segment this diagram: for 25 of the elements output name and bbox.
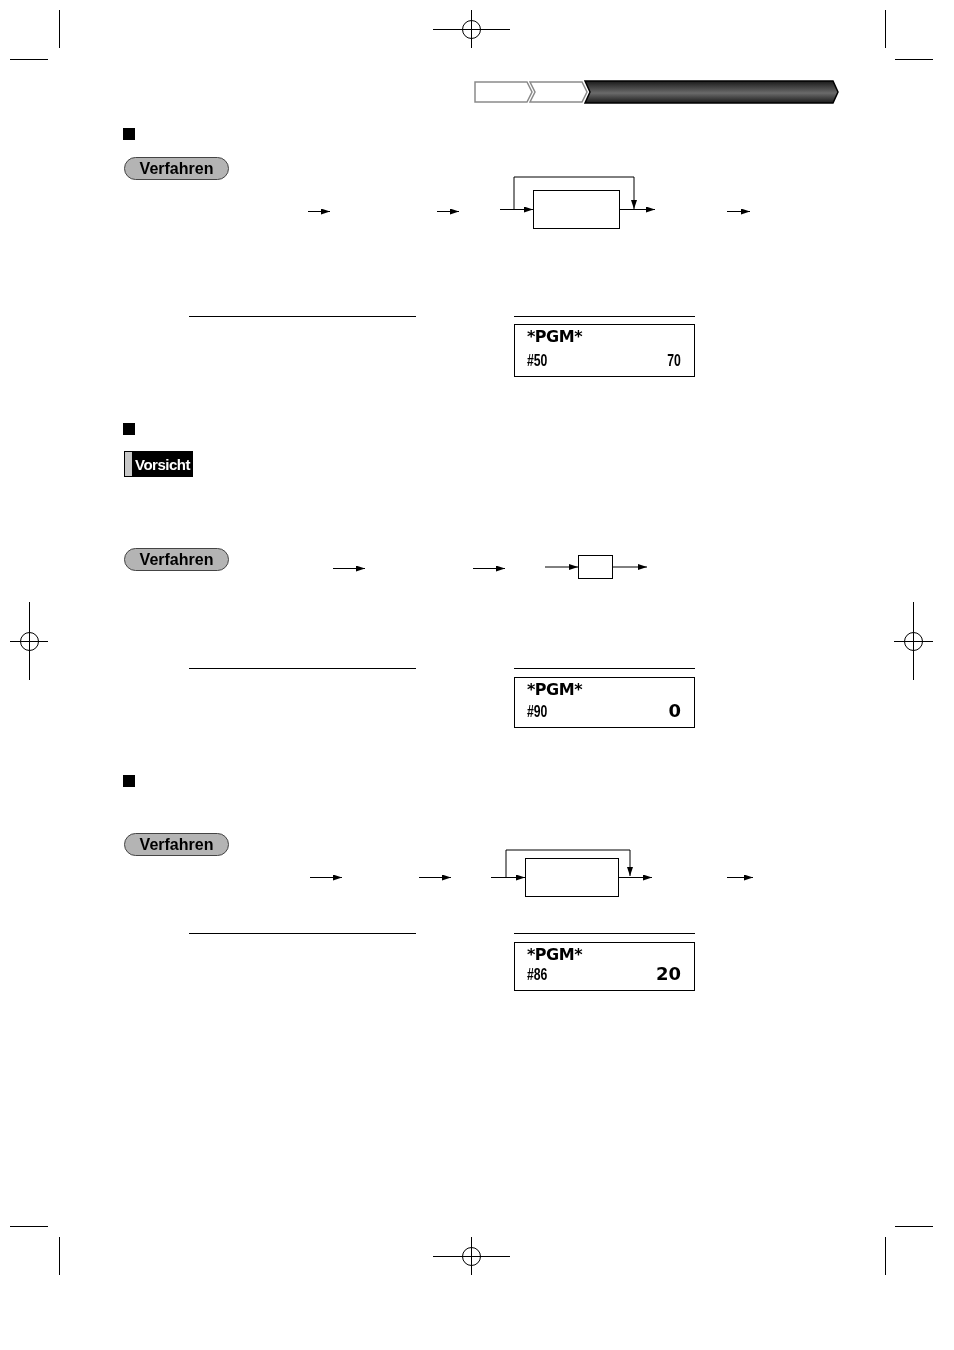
key-box xyxy=(578,555,613,579)
display-text: *PGM* xyxy=(527,682,582,698)
display-panel xyxy=(514,677,695,728)
procedure-badge: Verfahren xyxy=(124,833,229,856)
display-panel xyxy=(514,324,695,377)
display-panel xyxy=(514,942,695,991)
procedure-badge: Verfahren xyxy=(124,548,229,571)
display-text: #90 xyxy=(527,703,548,720)
display-text: 0 xyxy=(668,702,681,720)
display-text: #50 xyxy=(527,352,548,369)
display-text: 20 xyxy=(655,965,681,983)
arrow xyxy=(544,564,579,570)
key-box xyxy=(533,190,620,229)
arrow xyxy=(490,874,526,881)
display-text: *PGM* xyxy=(527,329,582,345)
display-text: #86 xyxy=(527,966,548,983)
display-text: *PGM* xyxy=(527,947,582,963)
arrow xyxy=(619,206,656,213)
arrow xyxy=(618,874,653,881)
key-box xyxy=(525,858,619,897)
caution-badge: Vorsicht xyxy=(125,452,192,476)
arrow xyxy=(499,206,534,213)
display-text: 70 xyxy=(667,352,681,369)
arrow xyxy=(612,564,648,570)
procedure-badge: Verfahren xyxy=(124,157,229,180)
